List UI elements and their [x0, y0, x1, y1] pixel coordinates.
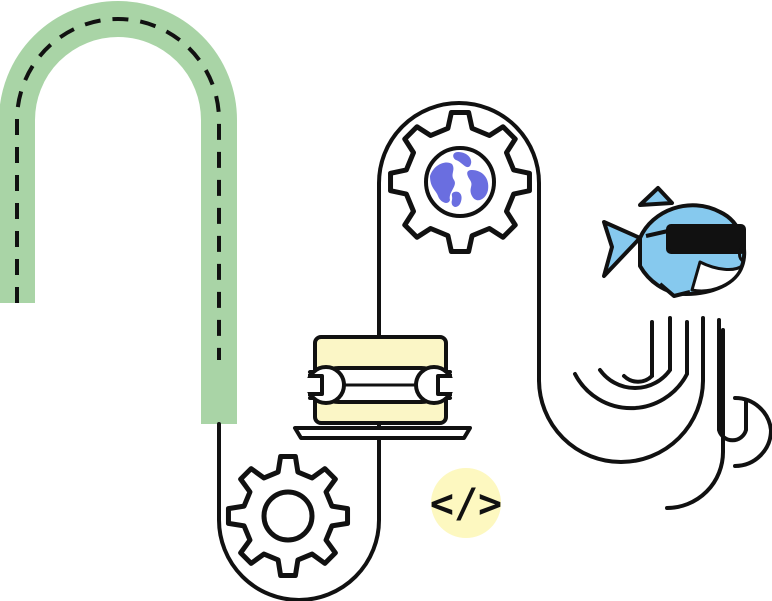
road-path — [0, 1, 237, 424]
wrench-icon — [304, 365, 456, 405]
code-icon: </> — [430, 468, 502, 538]
code-badge-text: </> — [430, 481, 502, 527]
globe-gear-icon — [388, 110, 532, 254]
gear-icon — [225, 453, 351, 579]
curly-lines — [537, 316, 772, 510]
globe-icon — [430, 152, 489, 207]
fish-with-sunglasses-icon — [602, 186, 747, 298]
